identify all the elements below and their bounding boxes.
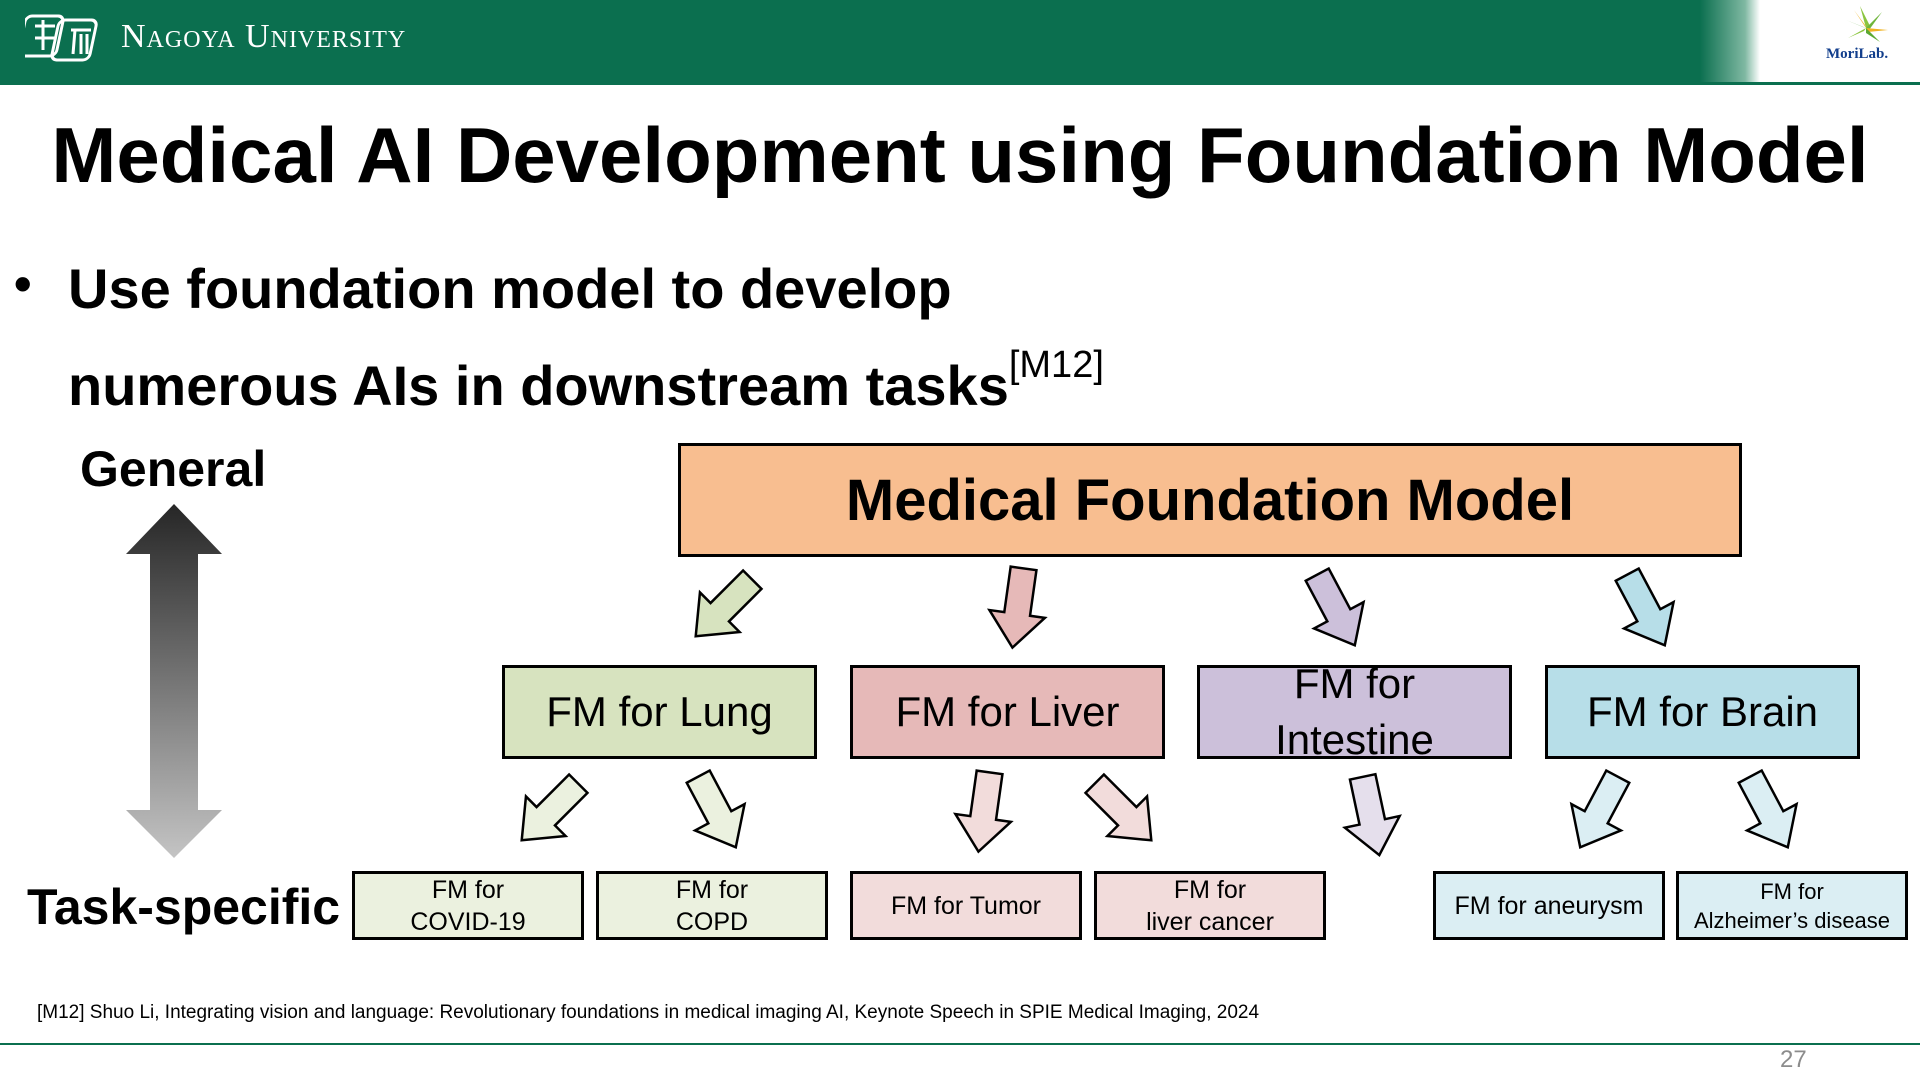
fm-copd-label-line-2: COPD [675,907,749,936]
bullet-line-2: numerous AIs in downstream tasks [68,354,1009,417]
arrow-to-brain [1614,566,1676,648]
header-bar [0,0,1920,82]
arrow-to-aneurysm [1569,768,1631,850]
medical-foundation-model-label: Medical Foundation Model [845,467,1575,533]
fm-liver-cancer-label-line-1: FM for [1173,875,1247,904]
fm-liver-box: FM for Liver [850,665,1165,759]
fm-copd-box: FM for COPD [596,871,828,940]
fm-brain-box: FM for Brain [1545,665,1860,759]
fm-covid-label-line-2: COVID-19 [410,907,526,936]
fm-tumor-box: FM for Tumor [850,871,1082,940]
bullet-marker: • [14,256,32,312]
bullet-point: Use foundation model to develop numerous… [68,250,1104,424]
arrow-to-liver [986,565,1048,650]
header-divider [0,82,1920,85]
arrow-to-tumor [952,769,1014,854]
fm-alzheimers-label-line-2: Alzheimer’s disease [1693,907,1891,933]
fm-brain-label: FM for Brain [1586,688,1819,735]
fm-alzheimers-label-line-1: FM for [1760,878,1824,904]
arrow-to-copd [685,768,747,850]
university-emblem-icon [25,14,98,62]
fm-liver-cancer-label: FM for liver cancer [1146,874,1274,938]
citation-marker: [M12] [1008,344,1104,386]
university-name: Nagoya University [121,18,407,55]
fm-lung-box: FM for Lung [502,665,817,759]
fm-covid-label: FM for COVID-19 [410,874,525,938]
fm-copd-label: FM for COPD [676,874,748,938]
reference-footnote: [M12] Shuo Li, Integrating vision and la… [37,1002,1260,1023]
arrow-to-covid [520,772,590,842]
fm-intestine-label-line-1: FM for [1293,665,1416,707]
lab-logo-icon [1846,6,1888,42]
fm-liver-cancer-label-line-2: liver cancer [1146,907,1274,936]
bullet-line-1: Use foundation model to develop [68,257,952,320]
fm-intestine-box: FM for Intestine [1197,665,1512,759]
page-number: 27 [1780,1046,1807,1073]
fm-tumor-label: FM for Tumor [890,891,1041,920]
arrow-intestine-downstream [1342,772,1402,858]
arrow-to-lung [694,568,764,638]
slide-title: Medical AI Development using Foundation … [51,111,1869,199]
arrow-to-alzheimers [1737,768,1799,850]
arrow-to-liver-cancer [1083,772,1153,842]
fm-alzheimers-label: FM for Alzheimer’s disease [1694,877,1890,935]
fm-aneurysm-label: FM for aneurysm [1454,891,1644,920]
fm-lung-label: FM for Lung [546,688,773,735]
fm-aneurysm-box: FM for aneurysm [1433,871,1665,940]
arrow-to-intestine [1304,566,1366,648]
fm-covid-label-line-1: FM for [431,875,505,904]
fm-alzheimers-box: FM for Alzheimer’s disease [1676,871,1908,940]
fm-liver-cancer-box: FM for liver cancer [1094,871,1326,940]
fm-copd-label-line-1: FM for [675,875,749,904]
fm-liver-label: FM for Liver [895,688,1120,735]
fm-covid-box: FM for COVID-19 [352,871,584,940]
fm-intestine-label: FM for Intestine [1275,665,1434,759]
lab-logo-text: MoriLab. [1826,46,1889,62]
fm-intestine-label-line-2: Intestine [1275,716,1434,759]
general-to-specific-arrow [126,504,222,858]
scale-label-general: General [80,441,267,497]
footer-divider [0,1043,1920,1045]
scale-label-task-specific: Task-specific [27,879,341,935]
medical-foundation-model-box: Medical Foundation Model [678,443,1742,557]
